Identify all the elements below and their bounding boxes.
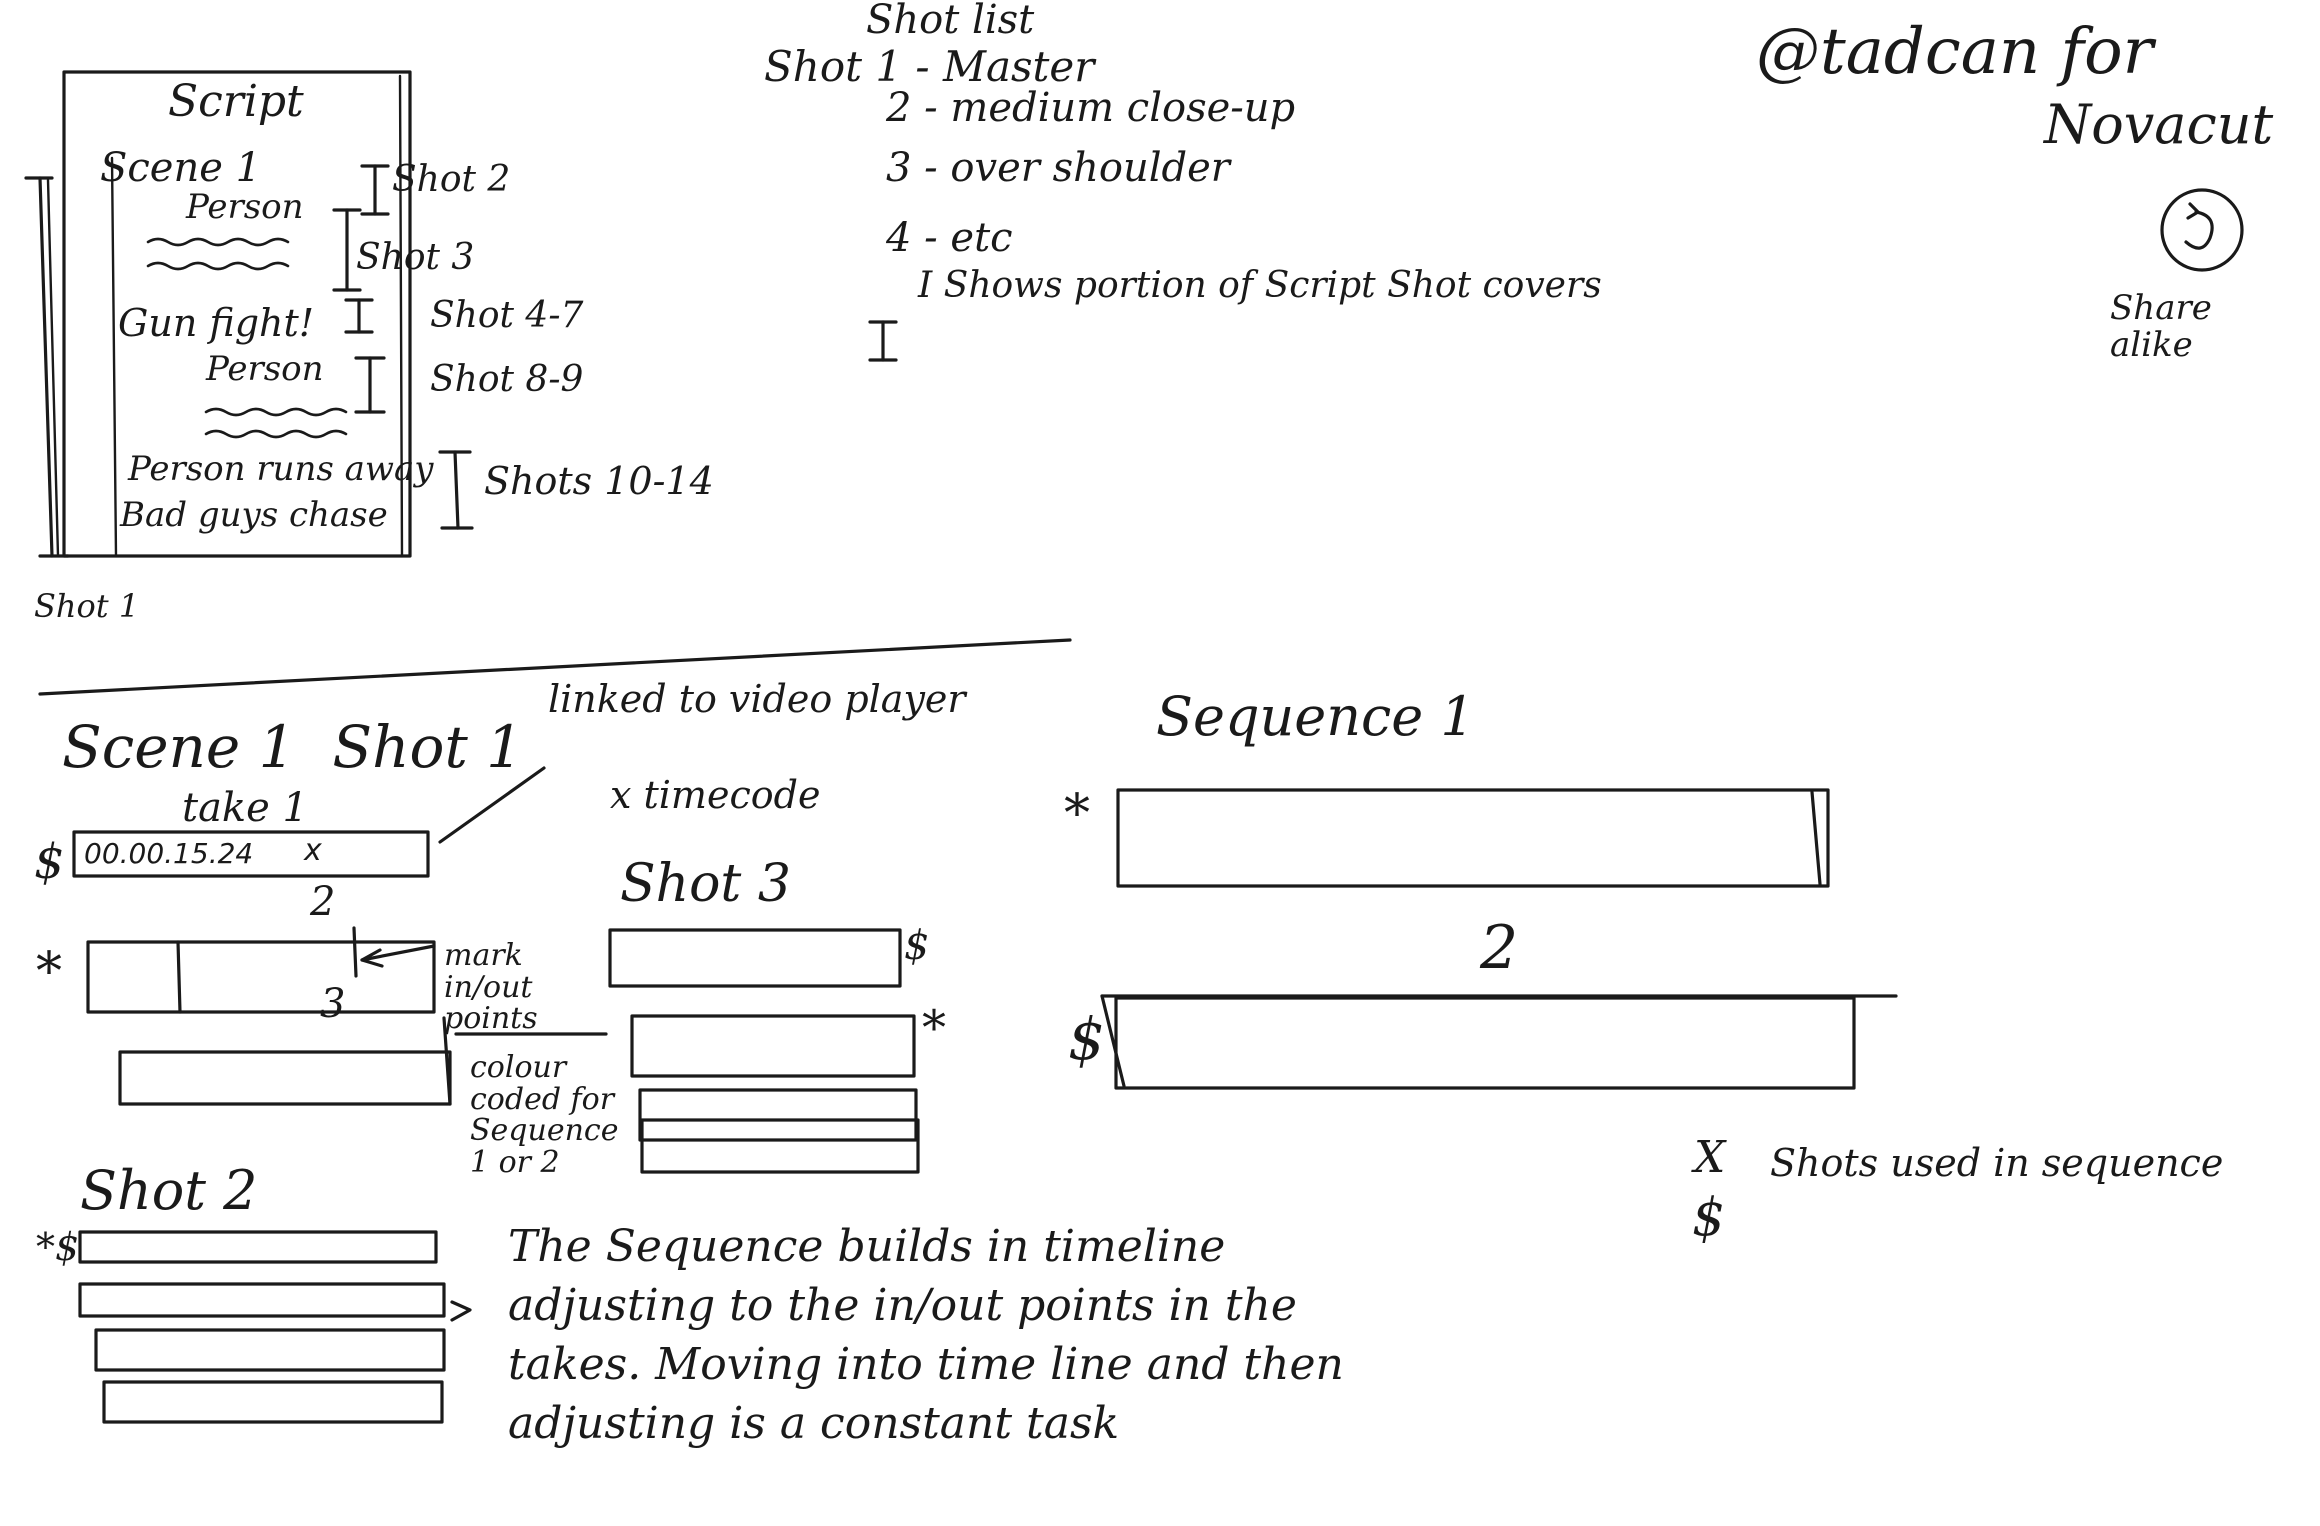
legend-x-text: Shots used in sequence [1770,1141,2224,1185]
script-box-inner-right [398,74,404,558]
colour-note: colour coded for Sequence 1 or 2 [470,1050,619,1180]
script-runs: Person runs away [128,449,434,489]
shot1-bracket [24,176,70,558]
shots10-14-label: Shots 10-14 [484,459,714,503]
shot3-bar-4 [640,1118,920,1174]
take2-label: 2 [310,879,336,925]
license-label: Share alike [2110,288,2212,366]
script-person-1: Person [186,187,304,227]
shot-list-title: Shot list [866,0,1035,43]
script-box-inner-left [110,156,118,558]
script-scene: Scene 1 [100,145,262,191]
mark-arrow [360,944,436,968]
shot-list-item-4: 4 - etc [886,215,1013,261]
dialogue-scribble-1 [146,237,290,271]
take2-bar [86,940,436,1014]
shot2-bar-2 [78,1282,446,1318]
sequence2-bar-start [1100,994,1126,1088]
credit-line-2: Novacut [2044,93,2274,156]
scene-heading: Scene 1 Shot 1 [62,713,524,781]
sequence1-bar [1116,788,1830,888]
sequence2-label: 2 [1480,913,1519,983]
take2-star: * [36,942,62,1002]
shots10-14-bracket [438,450,474,530]
shot3-dollar: $ [904,923,930,969]
legend-i-marker [868,320,898,362]
take2-in-point [176,940,182,1014]
description-text: The Sequence builds in timeline adjustin… [508,1221,1344,1449]
shot2-label: Shot 2 [392,159,511,200]
timecode-x-mark: x [304,833,322,868]
shot1-label: Shot 1 [34,587,140,625]
legend-dollar: $ [1692,1188,1726,1248]
credit-line-1: @tadcan for [1756,15,2154,89]
shot3-star: * [922,1000,946,1056]
shot-list-item-1: Shot 1 - Master [764,42,1095,91]
mark-note: mark in/out points [444,938,538,1036]
legend-x: X [1694,1132,1726,1183]
shot2-bar-1 [78,1230,438,1264]
shot3-bar-3 [638,1088,918,1142]
timecode-note: x timecode [610,773,821,817]
shot3-label: Shot 3 [356,237,475,278]
script-gunfight: Gun fight! [118,301,315,345]
shot2-bar-arrow [450,1300,472,1322]
shot3-bar-2 [630,1014,916,1078]
shot3-bracket [332,208,362,292]
take3-accent [442,1016,452,1106]
script-person-2: Person [206,349,324,389]
take3-bar [118,1050,452,1106]
shot2-marks: *$ [36,1225,80,1269]
take2-out-point [352,926,358,978]
shot2-bracket [360,164,390,216]
shot-list-item-3: 3 - over shoulder [886,145,1230,191]
shot3-heading: Shot 3 [620,854,791,914]
shot2-bar-4 [102,1380,444,1424]
shot2-heading: Shot 2 [80,1159,258,1222]
timecode-field [72,830,430,878]
timecode-dollar: $ [34,834,65,890]
sequence1-star: * [1064,784,1090,844]
shot-list-legend: I Shows portion of Script Shot covers [918,265,1602,306]
timecode-value: 00.00.15.24 [84,837,254,870]
dialogue-scribble-2 [204,407,348,439]
link-line [438,766,546,844]
sequence2-dollar: $ [1068,1005,1105,1073]
section-divider [38,638,1072,696]
license-circle [2160,188,2244,272]
script-box [62,70,412,558]
take3-label: 3 [320,981,346,1027]
sequence2-bar [1114,996,1856,1090]
script-chase: Bad guys chase [120,495,388,535]
linked-note: linked to video player [548,677,966,721]
shot8-9-bracket [354,356,386,414]
shot4-7-bracket [344,298,374,334]
sequence-heading: Sequence 1 [1156,685,1475,748]
shot3-bar-1 [608,928,902,988]
take-label: take 1 [182,785,308,831]
shot4-7-label: Shot 4-7 [430,295,584,336]
shot2-bar-3 [94,1328,446,1372]
sequence1-bar-end [1810,790,1822,886]
shot-list-item-2: 2 - medium close-up [886,85,1296,131]
script-title: Script [168,76,304,127]
shot8-9-label: Shot 8-9 [430,359,584,400]
